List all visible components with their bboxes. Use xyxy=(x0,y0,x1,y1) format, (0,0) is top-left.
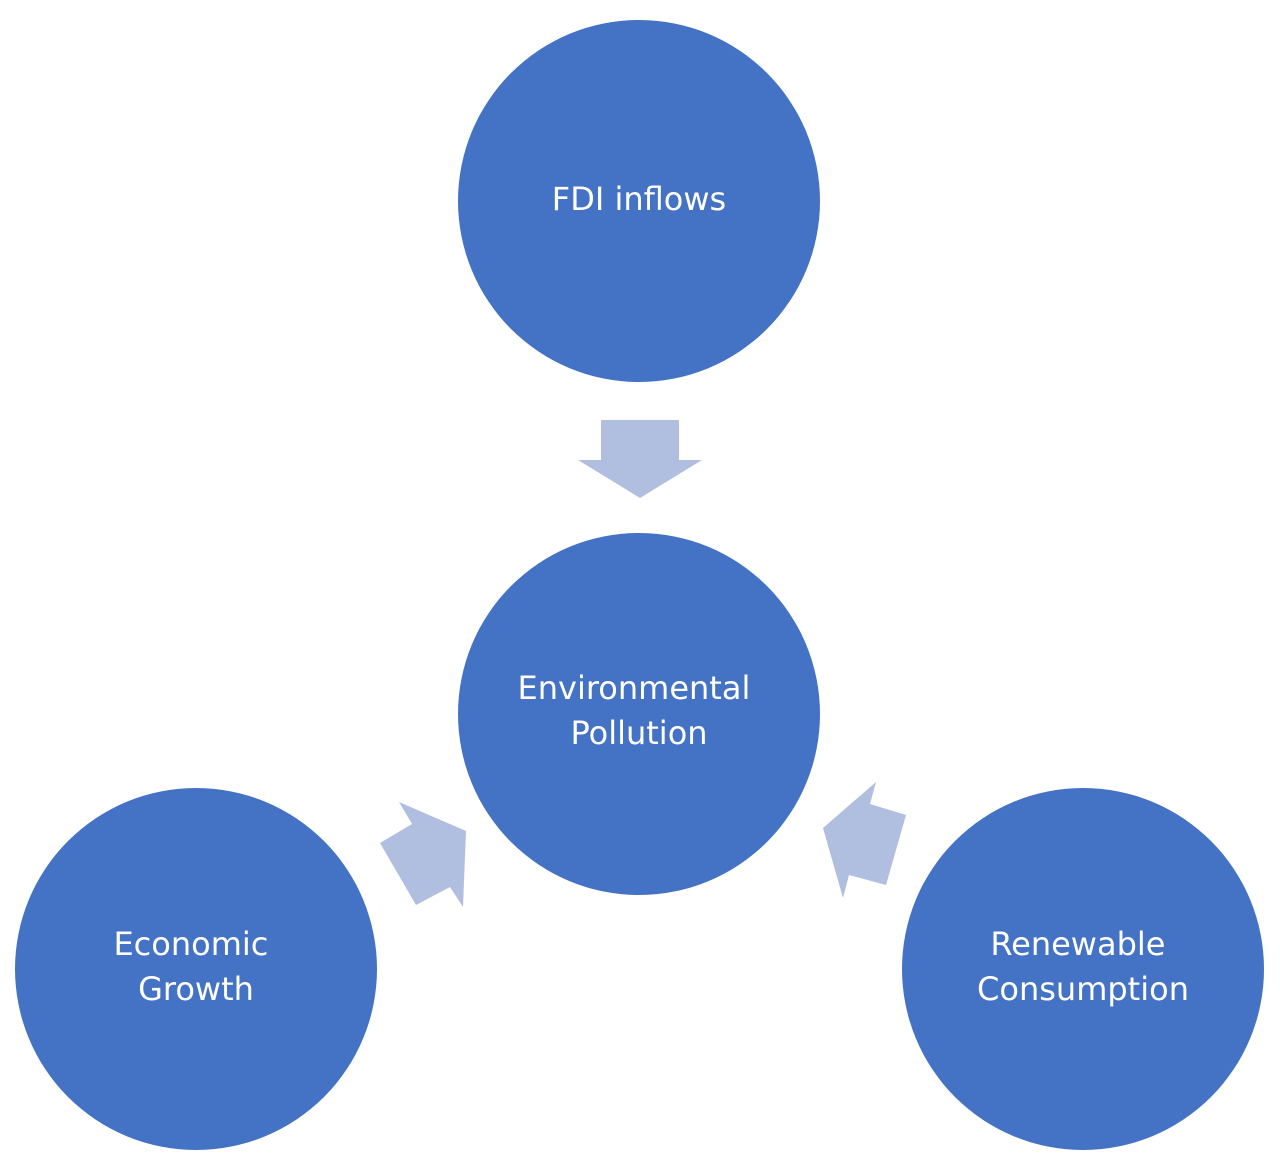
node-environmental-pollution: Environmental Pollution xyxy=(458,533,820,895)
node-renewable-label: Renewable Consumption xyxy=(977,925,1189,1008)
node-fdi-circle xyxy=(458,20,820,382)
node-renewable-consumption: Renewable Consumption xyxy=(902,788,1264,1150)
node-pollution-label: Environmental Pollution xyxy=(518,669,761,752)
node-pollution-label-line-1: Environmental xyxy=(518,669,751,707)
node-growth-label-line-2: Growth xyxy=(138,970,254,1008)
node-renewable-circle xyxy=(902,788,1264,1150)
arrow-growth-to-pollution xyxy=(380,802,466,907)
arrow-renewable-to-pollution xyxy=(823,782,906,898)
node-pollution-label-line-2: Pollution xyxy=(570,714,707,752)
node-growth-circle xyxy=(15,788,377,1150)
node-growth-label: Economic Growth xyxy=(113,925,278,1008)
node-economic-growth: Economic Growth xyxy=(15,788,377,1150)
node-renewable-label-line-1: Renewable xyxy=(990,925,1165,963)
arrow-fdi-to-pollution xyxy=(578,420,702,498)
node-renewable-label-line-2: Consumption xyxy=(977,970,1189,1008)
node-pollution-circle xyxy=(458,533,820,895)
node-fdi-label: FDI inflows xyxy=(552,180,726,218)
node-growth-label-line-1: Economic xyxy=(113,925,268,963)
node-fdi-inflows: FDI inflows xyxy=(458,20,820,382)
node-fdi-label-line-1: FDI inflows xyxy=(552,180,726,218)
